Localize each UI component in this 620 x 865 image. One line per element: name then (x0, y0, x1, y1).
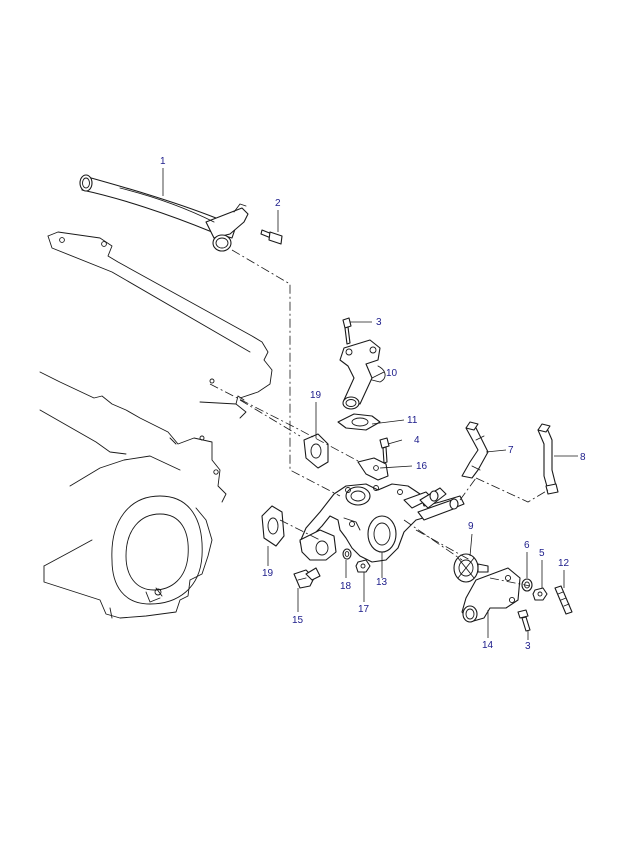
bolt-4 (379, 437, 390, 464)
washer-18 (342, 548, 352, 560)
callout-10: 10 (386, 368, 398, 379)
callout-labels: 1 2 3 10 19 11 4 7 8 16 9 6 5 12 19 18 1… (160, 156, 586, 652)
temp-sensor-15 (293, 567, 321, 589)
callout-7: 7 (508, 445, 514, 456)
hose-8 (537, 423, 559, 495)
callout-6: 6 (524, 540, 530, 551)
water-pipe (79, 174, 249, 252)
callout-15: 15 (292, 615, 304, 626)
callout-14: 14 (482, 640, 494, 651)
callout-13: 13 (376, 577, 388, 588)
leader-lines (162, 168, 578, 640)
callout-3: 3 (376, 317, 382, 328)
thermostat-cover-14 (461, 567, 521, 623)
callout-17: 17 (358, 604, 370, 615)
callout-5: 5 (539, 548, 545, 559)
assembly-lines (209, 249, 549, 587)
callout-12: 12 (558, 558, 570, 569)
gasket-19-upper (303, 433, 329, 469)
callout-3b: 3 (525, 641, 531, 652)
gasket-19-lower (261, 505, 285, 547)
callout-9: 9 (468, 521, 474, 532)
bypass-hose-7 (461, 421, 489, 479)
thermostat-9 (453, 553, 489, 583)
thermostat-housing-13 (299, 483, 465, 563)
bolt-3-lower (517, 609, 531, 632)
callout-16: 16 (416, 461, 428, 472)
nut-5 (532, 587, 548, 601)
bolt-2 (260, 229, 283, 245)
callout-18: 18 (340, 581, 352, 592)
gasket-11 (337, 413, 381, 431)
callout-11: 11 (407, 415, 418, 426)
engine-block-outline (39, 231, 273, 619)
water-outlet-pipe (339, 339, 386, 410)
callout-8: 8 (580, 452, 586, 463)
stud-bolt-12 (554, 585, 573, 615)
callout-4: 4 (414, 435, 420, 446)
bolt-3-upper (342, 317, 352, 345)
callout-1: 1 (160, 156, 166, 167)
callout-19b: 19 (262, 568, 274, 579)
callout-19: 19 (310, 390, 322, 401)
bracket-16 (357, 457, 389, 481)
nut-17 (355, 559, 371, 573)
callout-2: 2 (275, 198, 281, 209)
